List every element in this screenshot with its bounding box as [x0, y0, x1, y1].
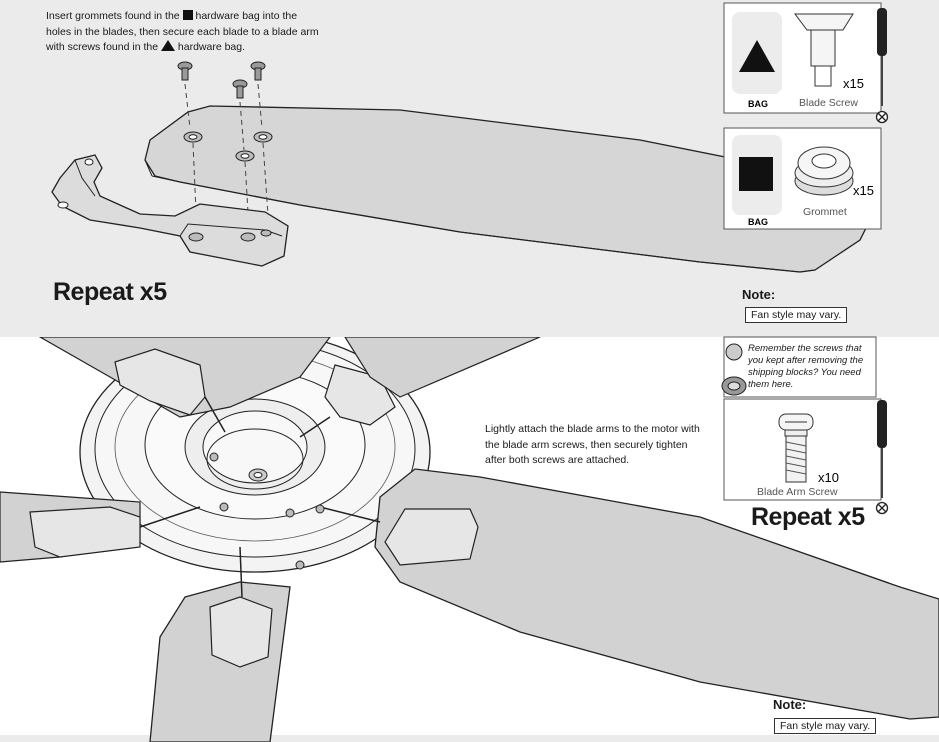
reminder-box: [721, 336, 877, 398]
instruction-text: Insert grommets found in the: [46, 10, 180, 22]
note-box: Fan style may vary.: [774, 718, 877, 734]
screwdriver-icon: [875, 400, 889, 515]
square-bag-icon: [182, 10, 193, 20]
bag-label: BAG: [748, 99, 768, 109]
hardware-box-grommet: BAG x15 Grommet: [723, 127, 882, 230]
hardware-box-blade-arm-screw: x10 Blade Arm Screw: [723, 398, 882, 501]
part-label: Blade Arm Screw: [757, 486, 838, 498]
bottom-instruction: Lightly attach the blade arms to the mot…: [485, 422, 720, 469]
square-bag-icon: [739, 157, 773, 191]
instruction-text: Lightly attach the blade arms to the mot…: [485, 423, 700, 435]
reminder-line: you kept after removing the: [748, 355, 864, 366]
blade-screw: [177, 61, 266, 99]
top-instruction: Insert grommets found in the hardware ba…: [46, 9, 336, 56]
note-label: Note:: [773, 697, 807, 712]
note-box: Fan style may vary.: [745, 307, 848, 323]
reminder-line: them here.: [748, 379, 794, 390]
repeat-label: Repeat x5: [751, 503, 865, 531]
reminder-text: Remember the screws that you kept after …: [748, 343, 873, 391]
instruction-text: the blade arm screws, then securely tigh…: [485, 438, 688, 451]
quantity-label: x15: [853, 183, 874, 198]
triangle-bag-icon: [160, 40, 175, 51]
quantity-label: x15: [843, 76, 864, 91]
phillips-head-icon: [875, 501, 889, 515]
instruction-text: hardware bag into the: [195, 10, 298, 22]
instruction-text: hardware bag.: [177, 41, 246, 53]
instruction-text: after both screws are attached.: [485, 454, 630, 466]
part-label: Grommet: [803, 206, 847, 218]
bottom-strip: [0, 735, 939, 742]
part-label: Blade Screw: [799, 97, 858, 109]
reminder-line: shipping blocks? You need: [748, 367, 861, 378]
reminder-line: Remember the screws that: [748, 343, 862, 354]
quantity-label: x10: [818, 470, 839, 485]
blade-grommet-hole: [183, 131, 273, 162]
note-label: Note:: [742, 287, 776, 302]
instruction-text: holes in the blades, then secure each bl…: [46, 25, 319, 38]
bag-label: BAG: [748, 217, 768, 227]
motor-assembly-illustration: [0, 337, 939, 742]
hardware-box-blade-screw: BAG x15 Blade Screw: [723, 2, 882, 114]
phillips-head-icon: [875, 110, 889, 124]
screwdriver-icon: [875, 8, 889, 124]
blade-assembly-illustration: [51, 61, 871, 273]
triangle-bag-icon: [739, 40, 775, 72]
repeat-label: Repeat x5: [53, 278, 167, 306]
instruction-text: with screws found in the: [46, 41, 159, 53]
